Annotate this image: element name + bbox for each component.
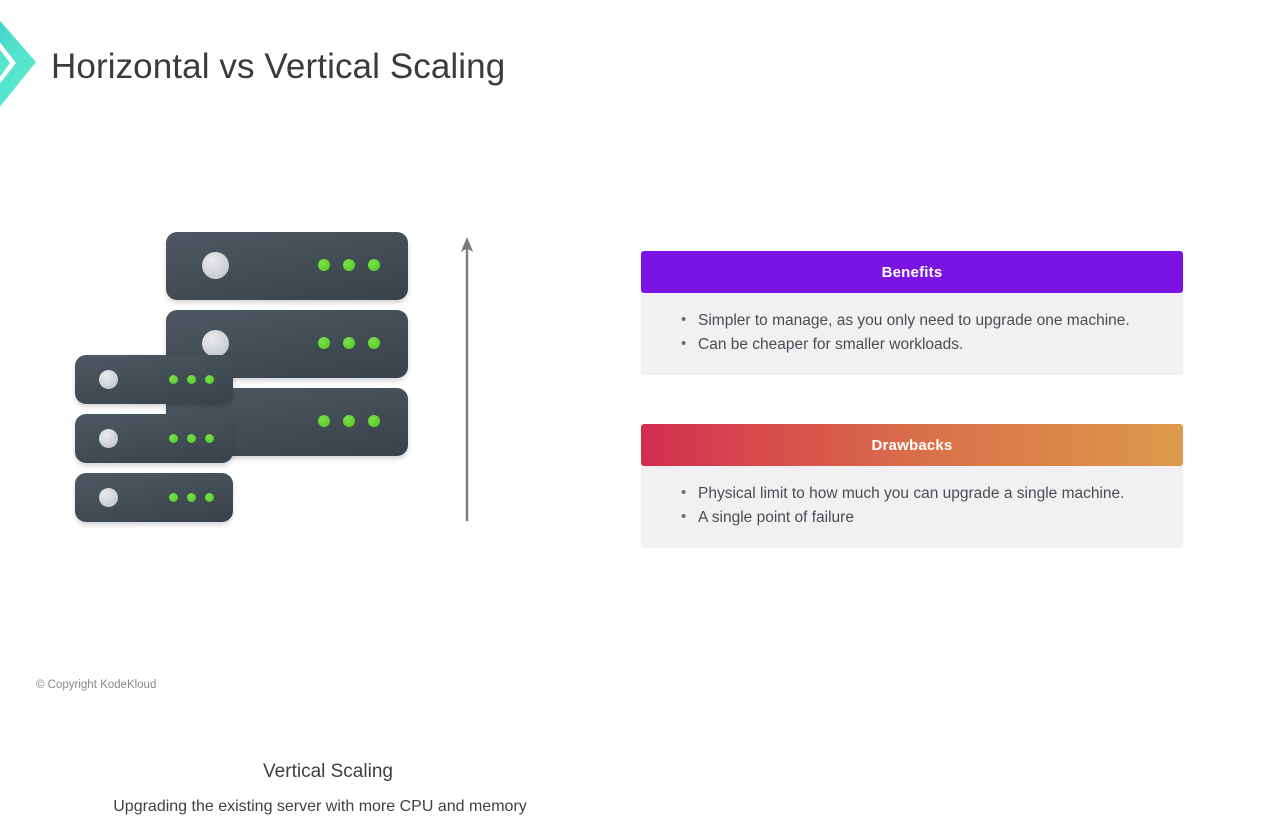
server-led-group bbox=[169, 375, 214, 384]
server-led-icon bbox=[343, 337, 355, 349]
slide-canvas: Horizontal vs Vertical Scaling bbox=[0, 0, 1280, 720]
server-led-icon bbox=[318, 337, 330, 349]
server-led-icon bbox=[205, 434, 214, 443]
server-led-icon bbox=[343, 415, 355, 427]
list-item: A single point of failure bbox=[681, 505, 1157, 529]
server-led-icon bbox=[169, 434, 178, 443]
server-led-icon bbox=[169, 493, 178, 502]
drawbacks-panel-body: Physical limit to how much you can upgra… bbox=[641, 466, 1183, 548]
footer-copyright: © Copyright KodeKloud bbox=[36, 679, 157, 691]
drawbacks-panel-title: Drawbacks bbox=[871, 436, 953, 454]
large-server-1 bbox=[166, 232, 408, 300]
benefits-panel-body: Simpler to manage, as you only need to u… bbox=[641, 293, 1183, 375]
server-led-group bbox=[318, 415, 380, 427]
server-led-icon bbox=[187, 375, 196, 384]
illustration-caption-title: Vertical Scaling bbox=[263, 761, 393, 782]
server-led-icon bbox=[368, 337, 380, 349]
drawbacks-list: Physical limit to how much you can upgra… bbox=[641, 481, 1183, 529]
chevron-right-logo-icon bbox=[0, 8, 46, 120]
server-led-group bbox=[169, 493, 214, 502]
benefits-panel-title: Benefits bbox=[881, 263, 943, 281]
server-led-icon bbox=[187, 493, 196, 502]
server-disc-icon bbox=[99, 488, 118, 507]
server-led-group bbox=[169, 434, 214, 443]
server-stack-illustration: Vertical Scaling Upgrading the existing … bbox=[60, 225, 527, 815]
small-server-1 bbox=[75, 355, 233, 404]
server-led-icon bbox=[318, 259, 330, 271]
server-led-icon bbox=[343, 259, 355, 271]
upward-arrow-icon bbox=[455, 233, 479, 523]
server-disc-icon bbox=[202, 330, 229, 357]
server-led-icon bbox=[318, 415, 330, 427]
server-led-group bbox=[318, 259, 380, 271]
server-disc-icon bbox=[99, 370, 118, 389]
server-led-icon bbox=[368, 415, 380, 427]
server-disc-icon bbox=[99, 429, 118, 448]
list-item: Can be cheaper for smaller workloads. bbox=[681, 332, 1157, 356]
server-led-icon bbox=[205, 493, 214, 502]
drawbacks-panel-header: Drawbacks bbox=[641, 424, 1183, 466]
page-title: Horizontal vs Vertical Scaling bbox=[51, 47, 506, 86]
illustration-caption-subtitle: Upgrading the existing server with more … bbox=[113, 798, 527, 815]
server-led-icon bbox=[169, 375, 178, 384]
small-server-3 bbox=[75, 473, 233, 522]
benefits-panel-header: Benefits bbox=[641, 251, 1183, 293]
server-led-group bbox=[318, 337, 380, 349]
small-server-2 bbox=[75, 414, 233, 463]
server-led-icon bbox=[187, 434, 196, 443]
benefits-list: Simpler to manage, as you only need to u… bbox=[641, 308, 1183, 356]
server-led-icon bbox=[205, 375, 214, 384]
server-disc-icon bbox=[202, 252, 229, 279]
server-led-icon bbox=[368, 259, 380, 271]
benefits-panel: Benefits Simpler to manage, as you only … bbox=[641, 251, 1183, 375]
list-item: Physical limit to how much you can upgra… bbox=[681, 481, 1157, 505]
drawbacks-panel: Drawbacks Physical limit to how much you… bbox=[641, 424, 1183, 548]
list-item: Simpler to manage, as you only need to u… bbox=[681, 308, 1157, 332]
